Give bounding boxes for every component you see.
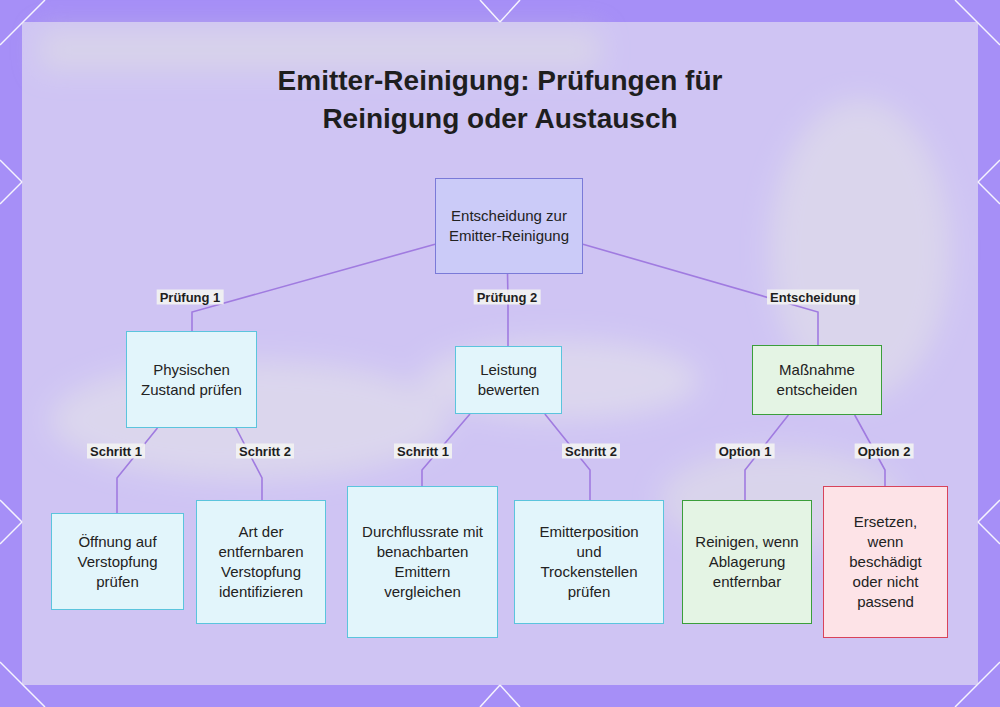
connector-line	[507, 274, 509, 346]
step-box: Durchflussrate mit benachbarten Emittern…	[347, 486, 498, 638]
node-text-group: Entscheidung zur Emitter-Reinigung	[448, 206, 570, 246]
node-label: Entscheidung zur Emitter-Reinigung	[448, 206, 570, 246]
edge-label: Schritt 1	[394, 444, 452, 459]
edge-label: Option 2	[855, 444, 914, 459]
edge-label: Prüfung 2	[474, 290, 541, 305]
node-text-group: Öffnung auf Verstopfung prüfen	[64, 532, 171, 592]
node-label: Leistung bewerten	[468, 360, 549, 400]
node-text-group: Art der entfernbaren Verstopfung identif…	[209, 522, 313, 602]
edge-label: Schritt 2	[562, 444, 620, 459]
node-label: Emitterposition und Trockenstellen prüfe…	[527, 522, 651, 602]
check-box: Physischen Zustand prüfen	[126, 331, 257, 428]
node-label: Reinigen, wenn Ablagerung entfernbar	[695, 532, 799, 592]
connector-line	[236, 428, 262, 500]
edge-label: Schritt 2	[236, 444, 294, 459]
node-text-group: Reinigen, wenn Ablagerung entfernbar	[695, 532, 799, 592]
node-label: Ersetzen, wenn beschädigt oder nicht pas…	[836, 512, 935, 612]
node-text-group: Emitterposition und Trockenstellen prüfe…	[527, 522, 651, 602]
edge-label: Prüfung 1	[157, 290, 224, 305]
connector-line	[117, 428, 157, 513]
edge-label: Entscheidung	[767, 290, 859, 305]
connector-line	[192, 244, 435, 331]
panel-veil	[22, 22, 978, 685]
step-box: Emitterposition und Trockenstellen prüfe…	[514, 500, 664, 624]
root-box: Entscheidung zur Emitter-Reinigung	[435, 178, 583, 274]
decision-box: Maßnahme entscheiden	[752, 345, 882, 415]
option-box: Ersetzen, wenn beschädigt oder nicht pas…	[823, 486, 948, 638]
edge-label: Option 1	[716, 444, 775, 459]
node-label: Art der entfernbaren Verstopfung identif…	[209, 522, 313, 602]
option-box: Reinigen, wenn Ablagerung entfernbar	[682, 500, 812, 624]
diagram-title: Emitter-Reinigung: Prüfungen für Reinigu…	[210, 62, 790, 138]
node-label: Öffnung auf Verstopfung prüfen	[64, 532, 171, 592]
step-box: Öffnung auf Verstopfung prüfen	[51, 513, 184, 610]
edge-label: Schritt 1	[87, 444, 145, 459]
node-text-group: Maßnahme entscheiden	[765, 360, 869, 400]
node-label: Maßnahme entscheiden	[765, 360, 869, 400]
node-text-group: Physischen Zustand prüfen	[139, 360, 244, 400]
node-label: Durchflussrate mit benachbarten Emittern…	[360, 522, 485, 602]
node-text-group: Leistung bewerten	[468, 360, 549, 400]
check-box: Leistung bewerten	[455, 346, 562, 414]
node-text-group: Durchflussrate mit benachbarten Emittern…	[360, 522, 485, 602]
node-text-group: Ersetzen, wenn beschädigt oder nicht pas…	[836, 512, 935, 612]
node-label: Physischen Zustand prüfen	[139, 360, 244, 400]
step-box: Art der entfernbaren Verstopfung identif…	[196, 500, 326, 624]
